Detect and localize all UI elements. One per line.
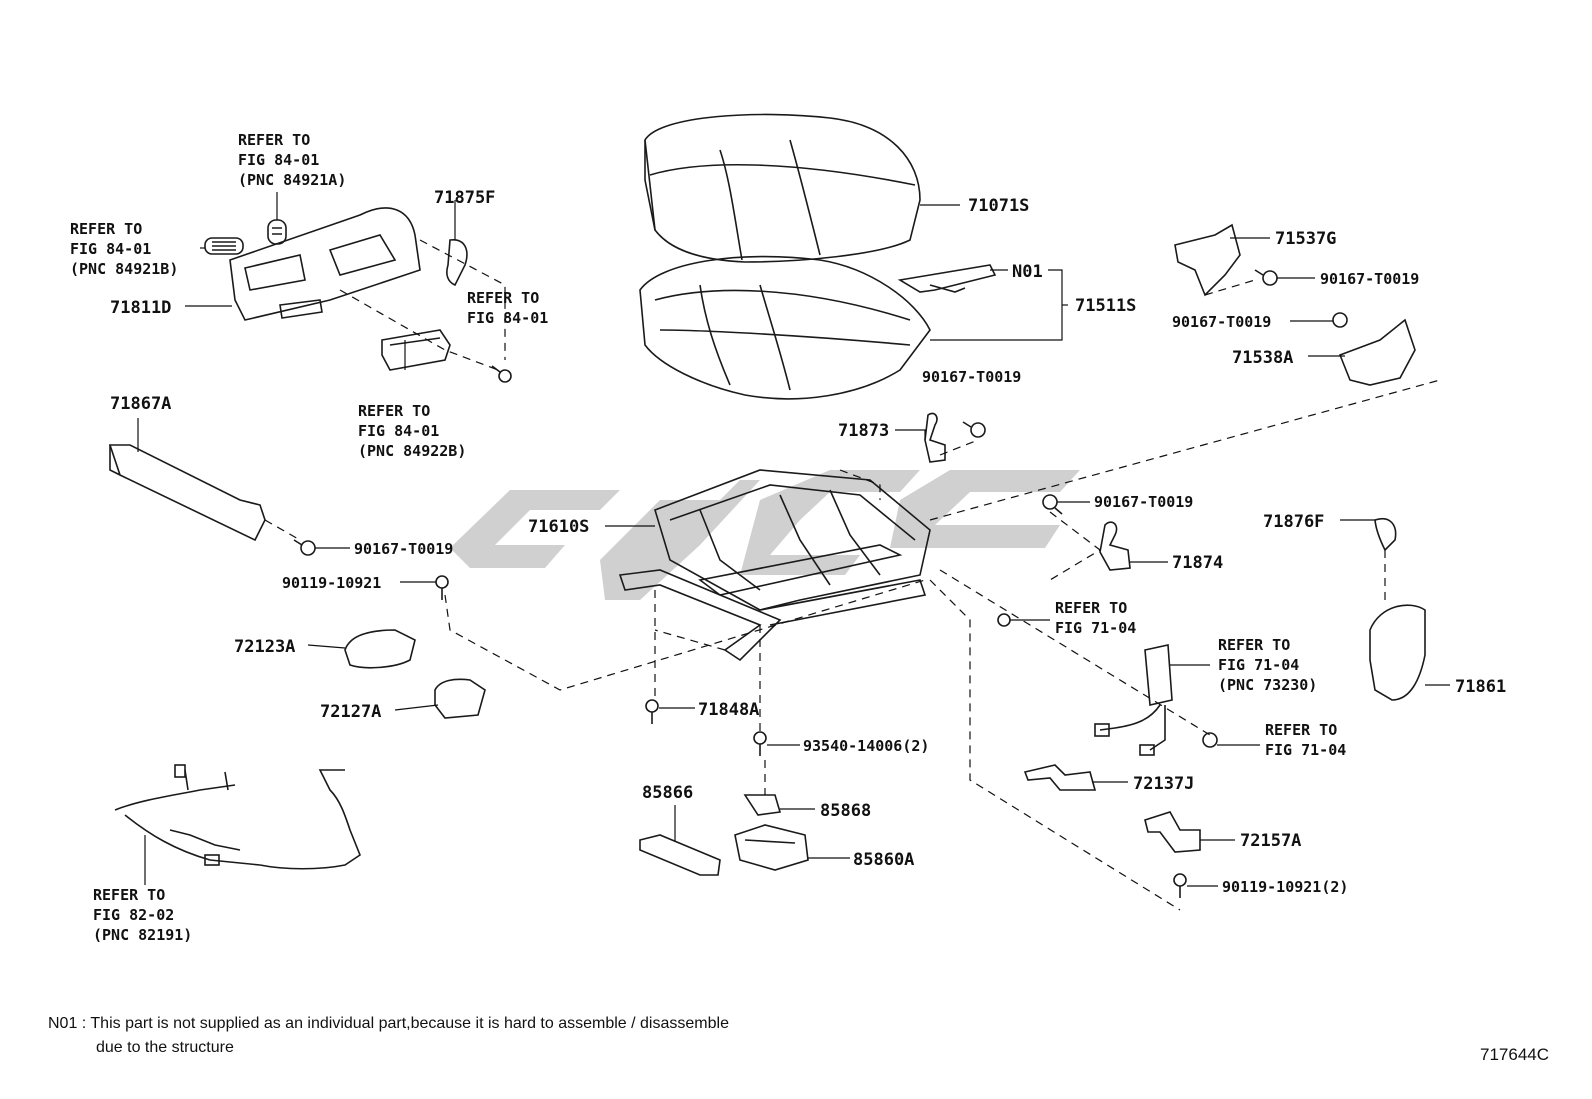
dashed-assembly-lines — [264, 239, 1441, 911]
label-71538a: 71538A — [1232, 348, 1293, 368]
seat-cushion-cover — [644, 113, 921, 263]
label-90167-e: 90167-T0019 — [354, 540, 453, 558]
label-90119-b: 90119-10921(2) — [1222, 878, 1348, 896]
screw-icon-90167d — [1042, 494, 1063, 515]
label-72123a: 72123A — [234, 637, 295, 657]
cover-71876f — [1374, 518, 1397, 552]
refer-84-01-bolt: REFER TO FIG 84-01 — [467, 289, 548, 327]
label-71811d: 71811D — [110, 298, 171, 318]
hook-71873 — [924, 412, 946, 463]
bracket-85868 — [743, 794, 782, 816]
refer-73230: REFER TO FIG 71-04 (PNC 73230) — [1218, 636, 1317, 694]
nut-icon — [1202, 732, 1218, 748]
cover-72123a — [344, 629, 416, 669]
label-90119-a: 90119-10921 — [282, 574, 381, 592]
drawing-code: 717644C — [1480, 1045, 1549, 1064]
refer-84921a: REFER TO FIG 84-01 (PNC 84921A) — [238, 131, 346, 189]
refer-71-04-washer: REFER TO FIG 71-04 — [1055, 599, 1136, 637]
n01-clip — [897, 264, 997, 293]
label-n01: N01 — [1012, 262, 1043, 282]
refer-notes: REFER TO FIG 84-01 (PNC 84921A) REFER TO… — [70, 131, 1346, 944]
label-72127a: 72127A — [320, 702, 381, 722]
switch-knob-84921b — [204, 237, 244, 255]
cover-71875f — [446, 239, 468, 287]
screw-icon-90167a — [1254, 269, 1278, 286]
refer-84921b: REFER TO FIG 84-01 (PNC 84921B) — [70, 220, 178, 278]
part-labels: 71071S N01 71511S 71537G 90167-T0019 901… — [110, 188, 1506, 896]
label-90167-b: 90167-T0019 — [1172, 313, 1271, 331]
leader-lines — [137, 192, 1450, 887]
screw-icon-90167b — [1332, 312, 1348, 328]
screw-icon-71848a — [645, 699, 659, 724]
side-shield — [229, 207, 421, 321]
footnote: N01 : This part is not supplied as an in… — [48, 1015, 729, 1056]
label-71610s: 71610S — [528, 517, 589, 537]
ecu-85860a — [734, 824, 809, 871]
label-71071s: 71071S — [968, 196, 1029, 216]
label-71876f: 71876F — [1263, 512, 1324, 532]
label-72137j: 72137J — [1133, 774, 1194, 794]
seat-switch-84922b — [381, 329, 451, 371]
bracket-71538a — [1338, 318, 1416, 386]
cover-71861 — [1369, 604, 1426, 701]
footnote-line2: due to the structure — [96, 1039, 234, 1056]
label-71867a: 71867A — [110, 394, 171, 414]
label-72157a: 72157A — [1240, 831, 1301, 851]
label-85866: 85866 — [642, 783, 693, 803]
cover-72137j — [1023, 764, 1097, 791]
screw-icon-93540 — [753, 731, 767, 756]
hook-71874 — [1099, 521, 1131, 571]
cover-72157a — [1144, 811, 1201, 853]
label-85860a: 85860A — [853, 850, 914, 870]
label-71861: 71861 — [1455, 677, 1506, 697]
label-93540: 93540-14006(2) — [803, 737, 929, 755]
label-90167-d: 90167-T0019 — [1094, 493, 1193, 511]
footnote-line1: N01 : This part is not supplied as an in… — [48, 1015, 729, 1032]
bracket-71537g — [1174, 223, 1241, 297]
switch-knob-84921a — [267, 219, 287, 245]
watermark-logo — [450, 470, 1080, 600]
label-85868: 85868 — [820, 801, 871, 821]
label-90167-c: 90167-T0019 — [922, 368, 1021, 386]
cover-72127a — [434, 678, 486, 719]
label-71873: 71873 — [838, 421, 889, 441]
cover-71867a — [108, 444, 266, 542]
seatbelt-buckle — [1094, 644, 1173, 756]
screw-icon-90119b — [1173, 873, 1187, 898]
label-71511s: 71511S — [1075, 296, 1136, 316]
seat-adjuster-frame — [618, 469, 931, 662]
screw-icon-90119a — [435, 575, 449, 600]
seat-cushion-pad — [639, 255, 931, 400]
screw-icon-90167c — [962, 421, 986, 438]
refer-82191: REFER TO FIG 82-02 (PNC 82191) — [93, 886, 192, 944]
wiring-harness — [114, 764, 361, 870]
refer-71-04-nut: REFER TO FIG 71-04 — [1265, 721, 1346, 759]
refer-84922b: REFER TO FIG 84-01 (PNC 84922B) — [358, 402, 466, 460]
sensor-85866 — [639, 834, 721, 876]
label-71848a: 71848A — [698, 700, 759, 720]
label-90167-a: 90167-T0019 — [1320, 270, 1419, 288]
label-71874: 71874 — [1172, 553, 1223, 573]
screw-icon-90167e — [293, 539, 316, 556]
washer-icon — [997, 613, 1011, 627]
label-71875f: 71875F — [434, 188, 495, 208]
label-71537g: 71537G — [1275, 229, 1336, 249]
